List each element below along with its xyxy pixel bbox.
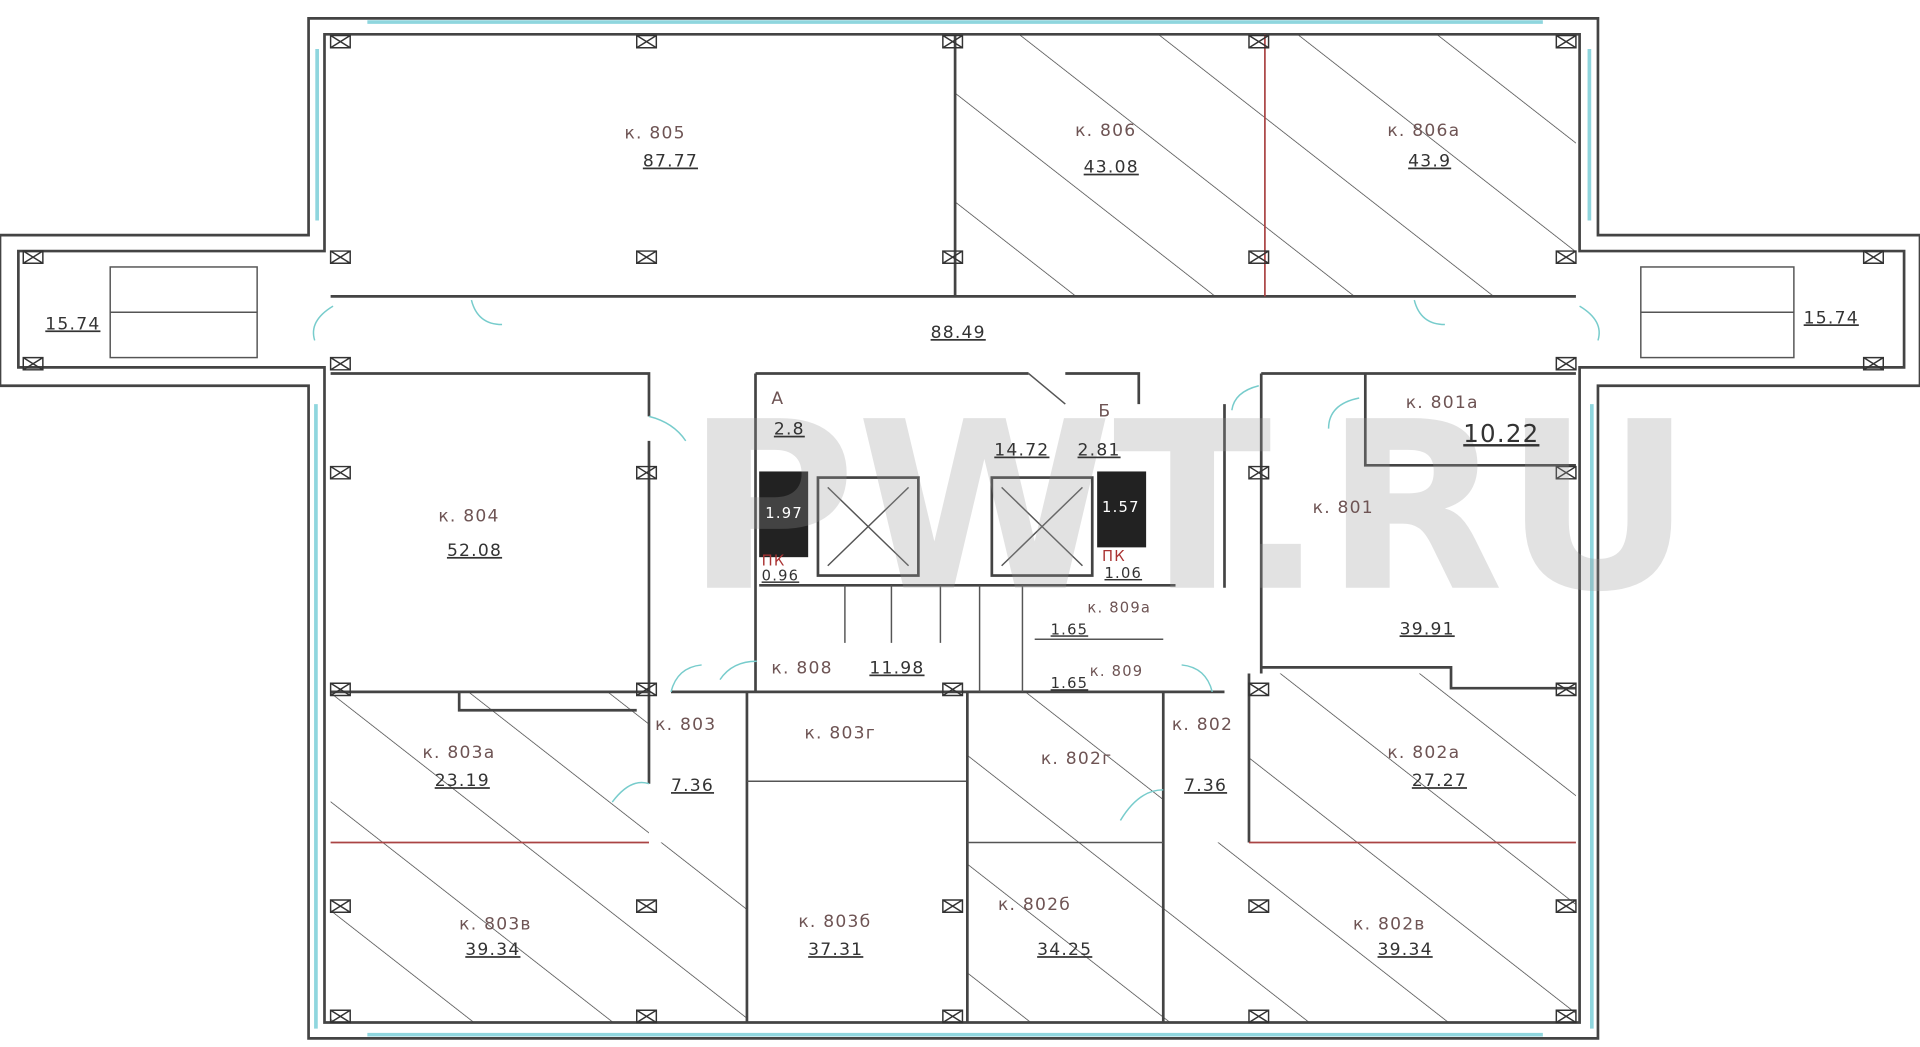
room-804-label: к. 804 — [438, 507, 499, 527]
room-803-label: к. 803 — [655, 715, 716, 735]
room-801a-label: к. 801а — [1406, 393, 1479, 413]
column-marker-icon — [1555, 899, 1577, 914]
stair-left-area: 15.74 — [45, 314, 100, 334]
room-803b-area: 37.31 — [808, 940, 863, 960]
room-803a-area: 23.19 — [435, 771, 490, 791]
column-markers — [22, 34, 1884, 1024]
closet-left-area: 1.97 — [765, 505, 803, 522]
stair-right-area: 15.74 — [1804, 308, 1859, 328]
room-802a-label: к. 802а — [1387, 743, 1460, 763]
room-803g-label: к. 803г — [804, 723, 876, 743]
column-marker-icon — [329, 356, 351, 371]
hatched-rooms — [330, 34, 1576, 1023]
column-marker-icon — [1862, 250, 1884, 265]
room-803b-label: к. 803б — [798, 912, 871, 932]
column-marker-icon — [942, 34, 964, 49]
room-801-label: к. 801 — [1313, 498, 1374, 518]
column-marker-icon — [1555, 682, 1577, 697]
column-marker-icon — [1555, 1009, 1577, 1024]
room-803-area: 7.36 — [671, 776, 714, 796]
room-802v-area: 39.34 — [1378, 940, 1433, 960]
room-802a-area: 27.27 — [1412, 771, 1467, 791]
room-802b-area: 34.25 — [1037, 940, 1092, 960]
shaft-b-label: Б — [1098, 401, 1111, 421]
room-803a-label: к. 803а — [422, 743, 495, 763]
column-marker-icon — [1555, 250, 1577, 265]
room-802g-label: к. 802г — [1041, 749, 1113, 769]
closet-left-pk-area: 0.96 — [762, 567, 800, 584]
shaft-a-area: 2.8 — [774, 420, 805, 440]
corridor-area: 88.49 — [931, 323, 986, 343]
room-801a-area: 10.22 — [1463, 419, 1539, 448]
column-marker-icon — [636, 465, 658, 480]
column-marker-icon — [636, 1009, 658, 1024]
room-806-area: 43.08 — [1084, 158, 1139, 178]
column-marker-icon — [942, 682, 964, 697]
room-803v-area: 39.34 — [465, 940, 520, 960]
room-801-area: 39.91 — [1400, 619, 1455, 639]
column-marker-icon — [329, 899, 351, 914]
column-marker-icon — [636, 250, 658, 265]
room-806a-label: к. 806а — [1387, 121, 1460, 141]
room-809-label: к. 809 — [1090, 663, 1144, 680]
doors — [312, 299, 1600, 821]
column-marker-icon — [329, 250, 351, 265]
column-marker-icon — [329, 34, 351, 49]
room-804-area: 52.08 — [447, 541, 502, 561]
column-marker-icon — [22, 356, 44, 371]
column-marker-icon — [636, 899, 658, 914]
room-806-label: к. 806 — [1075, 121, 1136, 141]
closet-right-pk: ПК — [1102, 548, 1126, 565]
watermark: PWT.RU — [686, 372, 1693, 643]
room-labels: к. 805 87.77 к. 806 43.08 к. 806а 43.9 1… — [45, 121, 1859, 960]
column-marker-icon — [942, 1009, 964, 1024]
room-802b-label: к. 802б — [998, 895, 1071, 915]
outer-walls — [0, 17, 1920, 1040]
column-marker-icon — [22, 250, 44, 265]
column-marker-icon — [1248, 1009, 1270, 1024]
column-marker-icon — [1555, 34, 1577, 49]
column-marker-icon — [942, 899, 964, 914]
lobby-area: 14.72 — [994, 441, 1049, 461]
column-marker-icon — [636, 682, 658, 697]
column-marker-icon — [1555, 465, 1577, 480]
column-marker-icon — [942, 250, 964, 265]
room-809a-label: к. 809а — [1087, 599, 1151, 616]
closet-left-pk: ПК — [762, 553, 786, 570]
column-marker-icon — [1248, 465, 1270, 480]
room-802-label: к. 802 — [1172, 715, 1233, 735]
room-806a-area: 43.9 — [1408, 152, 1451, 172]
room-809a-area: 1.65 — [1051, 621, 1089, 638]
column-marker-icon — [636, 34, 658, 49]
room-808-label: к. 808 — [771, 659, 832, 679]
column-marker-icon — [1248, 682, 1270, 697]
column-marker-icon — [1248, 34, 1270, 49]
interior-walls — [109, 34, 1795, 1023]
room-808-area: 11.98 — [869, 659, 924, 679]
column-marker-icon — [1555, 356, 1577, 371]
room-803v-label: к. 803в — [459, 914, 532, 934]
room-802v-label: к. 802в — [1353, 914, 1426, 934]
shaft-b-area: 2.81 — [1078, 441, 1121, 461]
closet-right-pk-area: 1.06 — [1104, 565, 1142, 582]
column-marker-icon — [1248, 250, 1270, 265]
shaft-a-label: А — [771, 389, 784, 409]
column-marker-icon — [1248, 899, 1270, 914]
column-marker-icon — [329, 1009, 351, 1024]
column-marker-icon — [329, 682, 351, 697]
room-805-area: 87.77 — [643, 152, 698, 172]
column-marker-icon — [1862, 356, 1884, 371]
column-marker-icon — [329, 465, 351, 480]
closet-right-area: 1.57 — [1102, 499, 1140, 516]
room-805-label: к. 805 — [624, 123, 685, 143]
room-802-area: 7.36 — [1184, 776, 1227, 796]
room-809-area: 1.65 — [1051, 675, 1089, 692]
